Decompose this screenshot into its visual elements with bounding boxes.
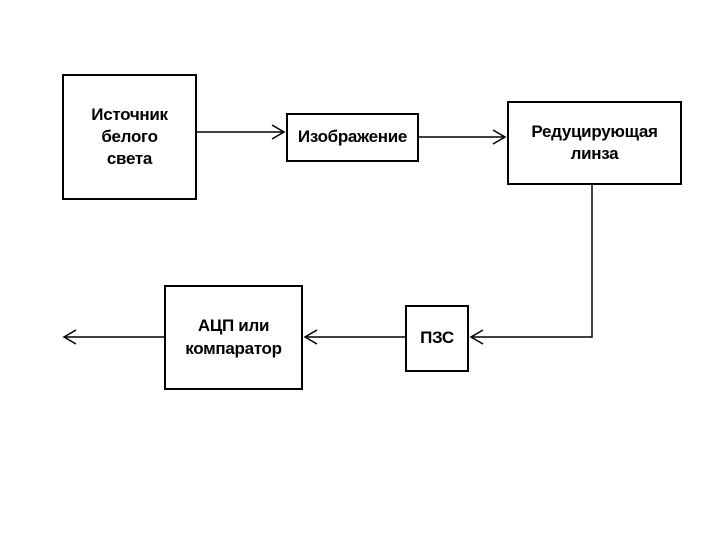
arrowhead-to-ccd bbox=[469, 329, 484, 345]
connector-lens-ccd bbox=[471, 185, 593, 338]
block-white-light-source: Источник белого света bbox=[62, 74, 197, 200]
arrowhead-to-image bbox=[271, 124, 286, 140]
arrowhead-output bbox=[62, 329, 77, 345]
block-image: Изображение bbox=[286, 113, 419, 162]
arrowhead-to-adc bbox=[303, 329, 318, 345]
block-ccd: ПЗС bbox=[405, 305, 469, 372]
block-reducing-lens: Редуцирующая линза bbox=[507, 101, 682, 185]
block-adc-or-comparator: АЦП или компаратор bbox=[164, 285, 303, 390]
arrowhead-to-lens bbox=[492, 129, 507, 145]
